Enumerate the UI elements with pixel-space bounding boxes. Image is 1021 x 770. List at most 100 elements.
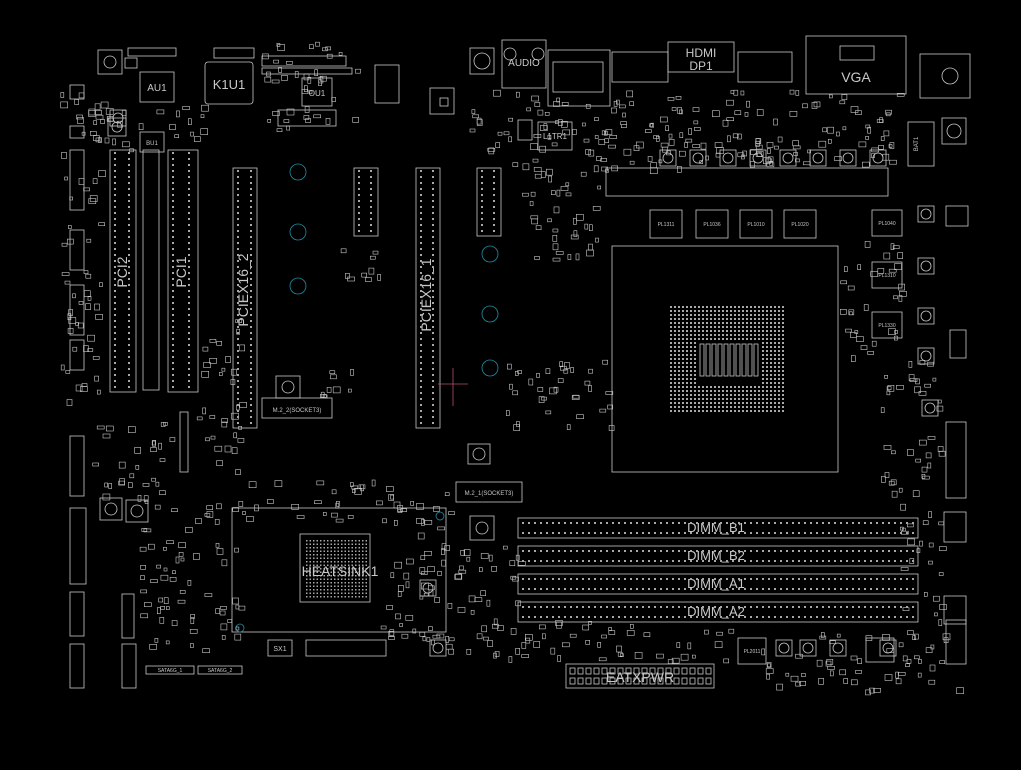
slot-pin xyxy=(114,224,116,226)
atx-pin xyxy=(673,667,680,675)
cpu-pad xyxy=(722,386,724,388)
slot-pin xyxy=(493,188,495,190)
slot-pin xyxy=(128,326,130,328)
smd-part xyxy=(716,631,723,636)
pch-pad xyxy=(341,578,343,580)
smd-part xyxy=(209,338,217,343)
cpu-pad xyxy=(726,306,728,308)
cpu-pad xyxy=(682,410,684,412)
slot-pin xyxy=(358,176,360,178)
atx-pin xyxy=(641,677,648,685)
dimm-pin xyxy=(654,606,656,608)
pch-pad xyxy=(320,575,322,577)
smd-part xyxy=(576,414,584,420)
slot-pin xyxy=(237,338,239,340)
slot-pin xyxy=(172,194,174,196)
dimm-pin xyxy=(840,616,842,618)
cpu-pad xyxy=(742,318,744,320)
k1u1-chip: K1U1 xyxy=(204,47,255,105)
smd-part xyxy=(888,480,895,486)
cpu-pad xyxy=(670,374,672,376)
smd-part xyxy=(108,483,112,489)
slot-pin xyxy=(188,314,190,316)
mounting-holes xyxy=(289,163,499,377)
cpu-pad xyxy=(766,306,768,308)
pch-pad xyxy=(341,589,343,591)
smd-part xyxy=(777,136,783,143)
pch-pad xyxy=(327,540,329,542)
pch-pad xyxy=(365,589,367,591)
smd-part xyxy=(744,112,749,117)
atx-pin xyxy=(609,667,616,675)
dimm-pin xyxy=(882,588,884,590)
slot-pin xyxy=(420,254,422,256)
pch-pad xyxy=(358,554,360,556)
pch-pad xyxy=(327,568,329,570)
capacitor xyxy=(689,149,707,167)
dimm-pin xyxy=(546,588,548,590)
pch-pad xyxy=(365,550,367,552)
cpu-pad xyxy=(690,350,692,352)
dimm-pin xyxy=(828,550,830,552)
cpu-pad xyxy=(770,314,772,316)
smd-part xyxy=(898,295,903,302)
cpu-pad xyxy=(750,410,752,412)
dimm-pin xyxy=(522,522,524,524)
smd-part xyxy=(755,144,763,150)
smd-part xyxy=(117,120,123,128)
smd-part xyxy=(488,147,495,155)
smd-part xyxy=(139,546,147,552)
pch-pad xyxy=(320,589,322,591)
smd-part xyxy=(239,402,247,408)
smd-part xyxy=(95,314,103,320)
pch-pad xyxy=(330,543,332,545)
smd-part xyxy=(938,572,944,576)
cpu-pad xyxy=(758,338,760,340)
smd-part xyxy=(608,630,616,635)
slot-pin xyxy=(237,374,239,376)
smd-part xyxy=(836,633,841,638)
smd-part xyxy=(559,361,564,368)
cpu-pad xyxy=(778,322,780,324)
smd-part xyxy=(128,426,136,433)
slot-pin xyxy=(250,260,252,262)
dimm-pin xyxy=(600,606,602,608)
smd-part xyxy=(816,659,823,667)
dimm-pin xyxy=(606,616,608,618)
pch-pad xyxy=(351,564,353,566)
smd-part xyxy=(679,132,684,138)
dimm-pin xyxy=(654,550,656,552)
cpu-pad xyxy=(678,322,680,324)
smd-part xyxy=(69,196,73,201)
slot-pin xyxy=(114,164,116,166)
cpu-pad xyxy=(782,334,784,336)
cpu-pad xyxy=(738,322,740,324)
slot-pin xyxy=(420,230,422,232)
cpu-pad xyxy=(702,334,704,336)
pch-pad xyxy=(330,592,332,594)
l1tr1-label: L1TR1 xyxy=(543,132,568,141)
capacitor xyxy=(917,205,935,223)
slot-pin xyxy=(188,302,190,304)
cpu-pad xyxy=(710,330,712,332)
smd-part xyxy=(850,106,859,113)
smd-part xyxy=(865,689,871,696)
au1-region: AU1 xyxy=(97,47,177,103)
dimm-pin xyxy=(852,532,854,534)
slot-pin xyxy=(172,260,174,262)
slot-pin xyxy=(188,290,190,292)
dimm-pin xyxy=(606,560,608,562)
smd-part xyxy=(676,166,682,173)
cpu-pad xyxy=(722,306,724,308)
pch-pad xyxy=(344,582,346,584)
smd-part xyxy=(549,387,557,395)
dimm-pin xyxy=(864,578,866,580)
slot-pin xyxy=(432,242,434,244)
cpu-pad xyxy=(718,406,720,408)
dimm-pin xyxy=(750,588,752,590)
smd-part xyxy=(894,330,898,334)
smd-part xyxy=(766,142,774,148)
slot-pin xyxy=(420,206,422,208)
dimm-pin xyxy=(786,606,788,608)
slot-pin xyxy=(358,182,360,184)
